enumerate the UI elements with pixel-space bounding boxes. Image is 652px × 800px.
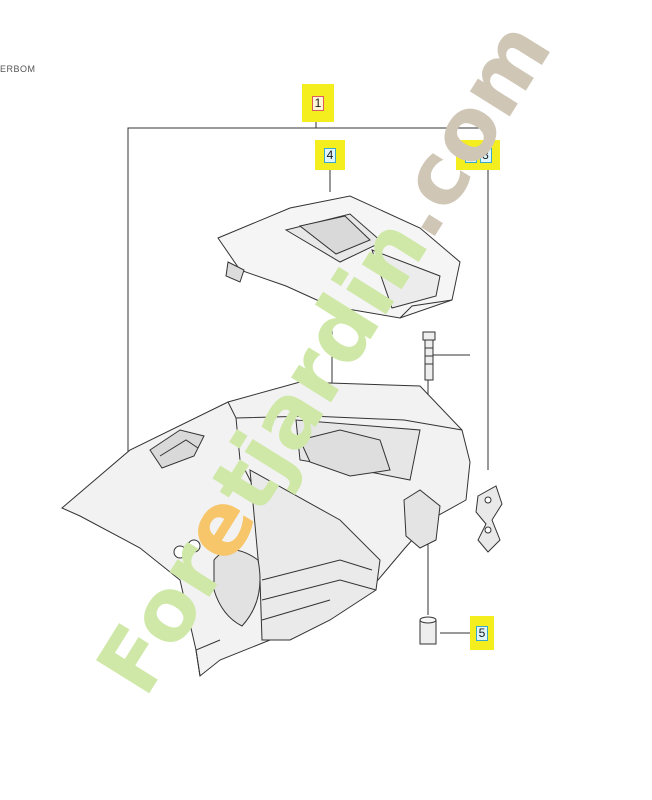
callout-1: 1 bbox=[302, 84, 334, 122]
callout-2-3: 2 3 bbox=[456, 140, 500, 170]
corner-label: ERBOM bbox=[0, 64, 36, 74]
leader-bracket bbox=[127, 127, 489, 470]
right-bracket-part bbox=[475, 485, 503, 553]
callout-2-label: 2 bbox=[464, 147, 477, 163]
callout-1-label: 1 bbox=[312, 95, 324, 111]
bushing-part bbox=[419, 616, 437, 645]
top-cover-part bbox=[217, 195, 461, 319]
callout-5: 5 bbox=[470, 616, 494, 650]
callout-3-label: 3 bbox=[479, 147, 492, 163]
bolt-part bbox=[422, 331, 436, 381]
callout-5-label: 5 bbox=[476, 625, 488, 641]
callout-4-label: 4 bbox=[324, 147, 336, 163]
callout-4: 4 bbox=[315, 140, 345, 170]
main-housing-part bbox=[61, 381, 471, 677]
